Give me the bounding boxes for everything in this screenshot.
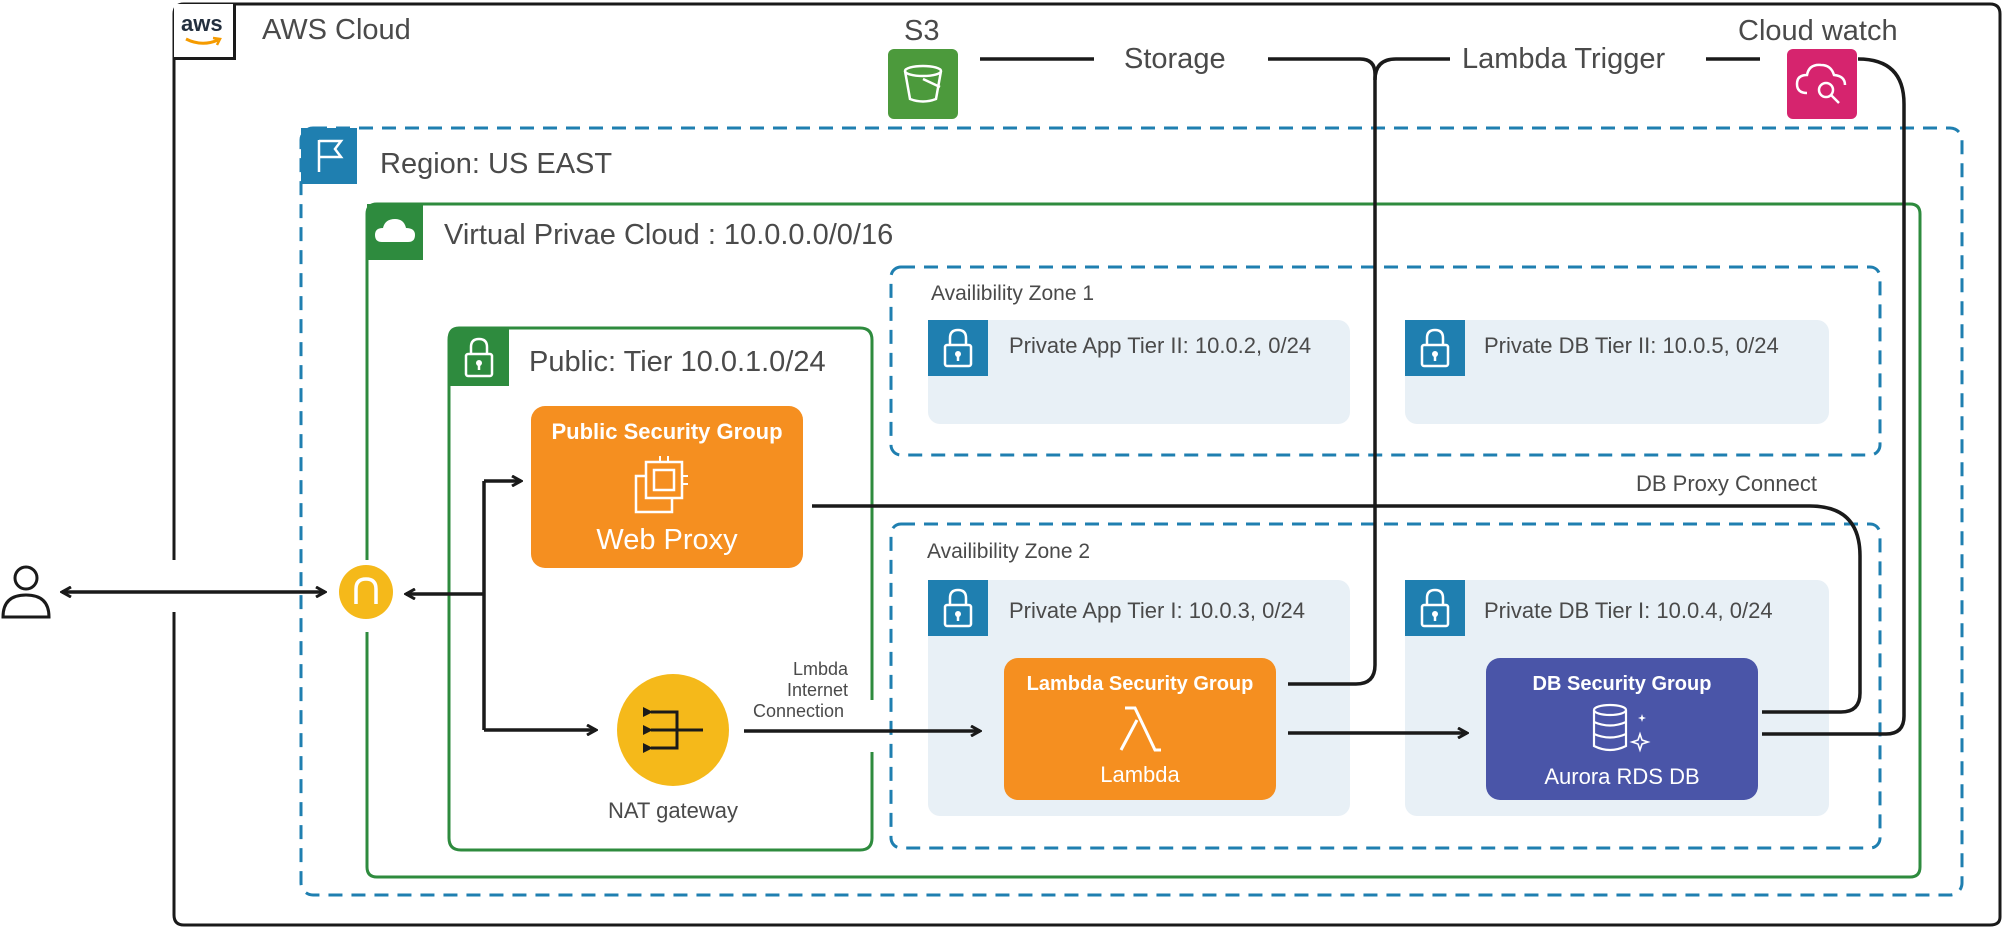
subnet-db-tier-ii <box>1405 320 1829 424</box>
user-icon <box>1 565 51 619</box>
lambda-trigger-line <box>1373 57 1450 81</box>
lambda-internet-line3: Connection <box>753 701 845 721</box>
bucket-icon <box>903 64 943 103</box>
cloudwatch-db-line <box>1762 57 1906 736</box>
region-frame <box>299 126 1964 897</box>
public-security-group-title: Public Security Group <box>551 419 783 444</box>
internet-gateway-icon <box>354 577 378 604</box>
subnet-app-tier-ii <box>928 320 1350 424</box>
zone1-label: Availibility Zone 1 <box>931 282 1095 305</box>
aurora-rds-label: Aurora RDS DB <box>1544 764 1700 789</box>
zone2-frame <box>889 522 1882 850</box>
lock-icon <box>464 337 494 378</box>
public-tier-badge <box>449 328 509 386</box>
lock-icon <box>1420 588 1450 628</box>
nat-gateway[interactable] <box>617 674 729 786</box>
lambda-internet-line1: Lmbda <box>793 659 849 679</box>
aws-cloud-label: AWS Cloud <box>262 14 411 46</box>
cloud-search-icon <box>1795 63 1847 104</box>
cloudwatch-label: Cloud watch <box>1738 15 1898 47</box>
public-tier-label: Public: Tier 10.0.1.0/24 <box>529 346 826 378</box>
db-tier-i-badge <box>1405 580 1465 636</box>
internet-gateway[interactable] <box>339 565 393 619</box>
lock-icon <box>943 588 973 628</box>
db-proxy-connect-label: DB Proxy Connect <box>1636 471 1817 496</box>
cloudwatch-service[interactable] <box>1787 49 1857 119</box>
lock-icon <box>943 328 973 368</box>
cloud-icon <box>375 219 415 242</box>
web-proxy-label: Web Proxy <box>596 524 738 556</box>
chip-icon <box>634 456 688 514</box>
aws-logo-text: aws <box>181 11 223 36</box>
flag-icon <box>317 139 344 172</box>
s3-service[interactable] <box>888 49 958 119</box>
vpc-label: Virtual Privae Cloud : 10.0.0.0/0/16 <box>444 219 894 251</box>
region-badge <box>301 128 357 184</box>
lambda-security-group[interactable]: Lambda Security Group Lambda <box>1004 658 1276 800</box>
public-tier-frame <box>447 326 874 852</box>
storage-line <box>1268 57 1377 686</box>
lambda-security-group-title: Lambda Security Group <box>1026 673 1254 695</box>
db-security-group-title: DB Security Group <box>1532 673 1712 695</box>
nat-gateway-icon <box>643 707 703 753</box>
db-tier-ii-badge <box>1405 320 1465 376</box>
app-tier-ii-badge <box>928 320 988 376</box>
db-tier-i-label: Private DB Tier I: 10.0.4, 0/24 <box>1484 598 1773 623</box>
lambda-internet-line2: Internet <box>787 680 849 700</box>
lock-icon <box>1420 328 1450 368</box>
zone2-label: Availibility Zone 2 <box>927 540 1091 563</box>
aws-logo: aws <box>174 4 236 60</box>
app-tier-i-label: Private App Tier I: 10.0.3, 0/24 <box>1009 598 1305 623</box>
app-tier-i-badge <box>928 580 988 636</box>
db-proxy-connect-line <box>812 504 1862 714</box>
s3-label: S3 <box>904 15 940 47</box>
storage-label: Storage <box>1124 43 1226 75</box>
database-icon <box>1592 703 1651 753</box>
db-tier-ii-label: Private DB Tier II: 10.0.5, 0/24 <box>1484 333 1779 358</box>
vpc-badge <box>367 204 423 260</box>
region-label: Region: US EAST <box>380 148 613 180</box>
lambda-icon <box>1119 706 1161 752</box>
nat-gateway-label: NAT gateway <box>608 798 739 823</box>
lambda-trigger-label: Lambda Trigger <box>1462 43 1666 75</box>
app-tier-ii-label: Private App Tier II: 10.0.2, 0/24 <box>1009 333 1312 358</box>
zone1-frame <box>889 265 1882 457</box>
public-security-group[interactable]: Public Security Group Web Proxy <box>531 406 803 568</box>
db-security-group[interactable]: DB Security Group Aurora RDS DB <box>1486 658 1758 800</box>
aws-smile-icon <box>185 36 222 46</box>
lambda-label: Lambda <box>1100 762 1180 787</box>
